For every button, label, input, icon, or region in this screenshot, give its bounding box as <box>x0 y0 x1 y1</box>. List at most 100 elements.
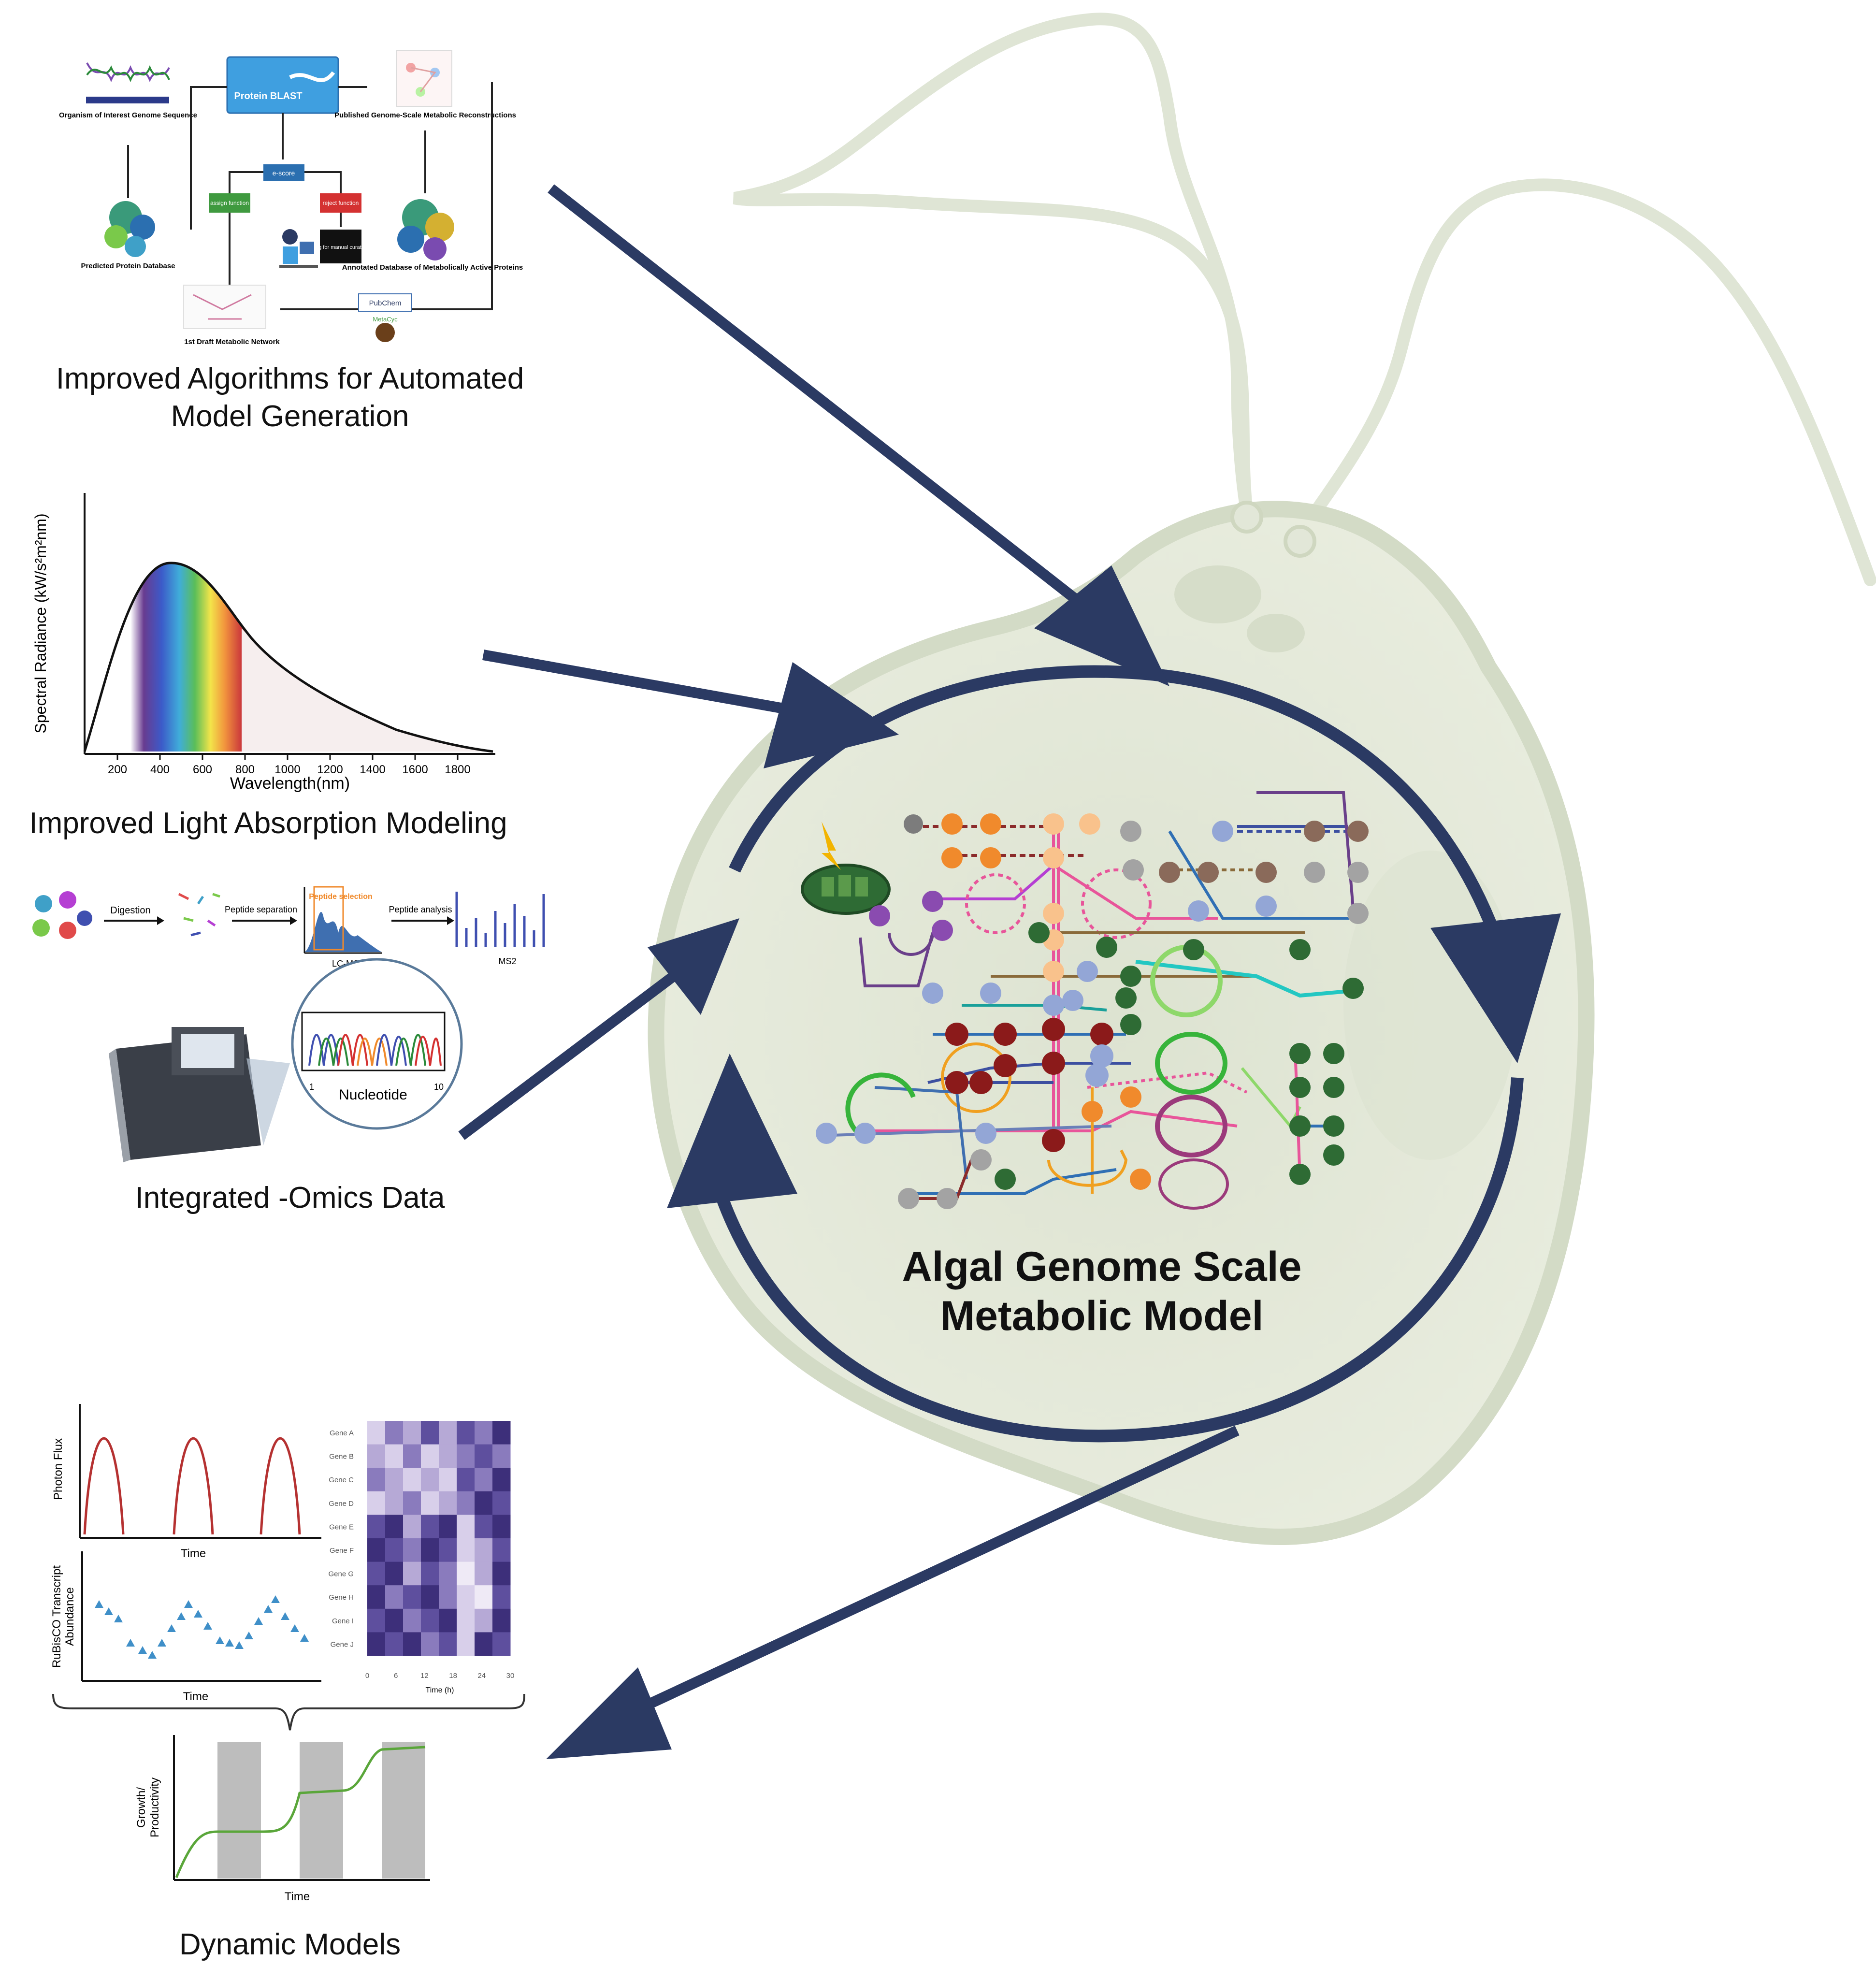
light-ylabel: Spectral Radiance (kW/s²m²nm) <box>32 513 49 733</box>
omics-panel: Digestion Peptide separation Peptide sel… <box>32 886 545 1162</box>
heatmap-cell <box>367 1421 386 1445</box>
nucleotide-label: Nucleotide <box>339 1087 407 1103</box>
heatmap-cell <box>385 1608 404 1633</box>
chromatogram-traces <box>308 1034 442 1066</box>
heatmap-time-tick: 6 <box>394 1672 398 1680</box>
heatmap-gene-label: Gene G <box>328 1570 354 1578</box>
rubisco-point <box>300 1634 309 1642</box>
growth-ylabel-1: Growth/ <box>135 1787 148 1828</box>
rubisco-point <box>271 1595 280 1603</box>
automated-caption-line2: Model Generation <box>171 400 409 433</box>
rubisco-time-label: Time <box>183 1690 208 1703</box>
heatmap-cell <box>475 1468 493 1492</box>
heatmap-cell <box>492 1421 511 1445</box>
heatmap-cell <box>403 1421 421 1445</box>
heatmap-cell <box>457 1538 475 1562</box>
heatmap-cell <box>439 1632 457 1656</box>
light-tick-label: 1400 <box>360 763 385 776</box>
heatmap-cell <box>439 1468 457 1492</box>
cycle-arrowhead-left <box>667 1054 797 1208</box>
heatmap-cell <box>403 1491 421 1515</box>
heatmap-cell <box>421 1468 439 1492</box>
heatmap-cell <box>475 1491 493 1515</box>
annotated-db-label: Annotated Database of Metabolically Acti… <box>342 263 523 272</box>
automated-caption: Improved Algorithms for Automated Model … <box>19 360 561 435</box>
protein-blast-box <box>226 56 339 114</box>
heatmap-cell <box>421 1515 439 1539</box>
flagellum-base <box>1230 501 1263 534</box>
rubisco-point <box>138 1646 147 1654</box>
heatmap-cell <box>367 1608 386 1633</box>
rubisco-point <box>290 1624 299 1632</box>
heatmap-cell <box>457 1561 475 1586</box>
heatmap-cell <box>403 1632 421 1656</box>
rubisco-point <box>203 1622 212 1630</box>
heatmap-cell <box>475 1632 493 1656</box>
genome-sequence-icon <box>86 62 170 103</box>
heatmap-cell <box>403 1515 421 1539</box>
heatmap-cell <box>457 1608 475 1633</box>
photon-flux-curve <box>83 1437 301 1535</box>
arrow-head-omics <box>648 918 739 1015</box>
heatmap-cell <box>475 1444 493 1468</box>
rubisco-ylabel-2: Abundance <box>63 1587 76 1646</box>
protein-blast-label: Protein BLAST <box>234 91 302 101</box>
heatmap-cell <box>367 1515 386 1539</box>
heatmap-cell <box>403 1538 421 1562</box>
pubchem-box <box>358 293 412 312</box>
heatmap-cell <box>492 1515 511 1539</box>
automated-generation-panel: Organism of Interest Genome Sequence Pro… <box>59 50 523 346</box>
heatmap-cell <box>385 1491 404 1515</box>
genome-label: Organism of Interest Genome Sequence <box>59 111 197 119</box>
flagellum-left <box>733 13 1253 519</box>
rubisco-point <box>184 1600 193 1608</box>
heatmap-gene-label: Gene J <box>331 1640 354 1648</box>
arrow-head-light <box>764 662 899 768</box>
heatmap-cell <box>421 1608 439 1633</box>
nucleotide-tick-10: 10 <box>434 1082 444 1092</box>
ms2-label: MS2 <box>498 956 516 966</box>
heatmap-gene-label: Gene A <box>330 1429 354 1437</box>
model-title: Algal Genome Scale Metabolic Model <box>831 1242 1372 1341</box>
ms2-spectrum <box>455 892 545 947</box>
heatmap-cell <box>492 1632 511 1656</box>
metacyc-label: MetaCyc <box>373 316 398 323</box>
heatmap-cell <box>475 1515 493 1539</box>
heatmap-cell <box>439 1515 457 1539</box>
heatmap-cell <box>457 1491 475 1515</box>
heatmap-cell <box>475 1608 493 1633</box>
rubisco-point <box>158 1639 166 1647</box>
heatmap-gene-label: Gene H <box>329 1593 354 1602</box>
digestion-label: Digestion <box>110 905 150 916</box>
draft-label: 1st Draft Metabolic Network <box>184 338 280 346</box>
heatmap-cell <box>439 1608 457 1633</box>
arrow-shaft-omics <box>458 962 690 1140</box>
light-tick-label: 1000 <box>274 763 300 776</box>
heatmap-cell <box>475 1561 493 1586</box>
combine-brace <box>52 1693 525 1731</box>
heatmap-cell <box>385 1538 404 1562</box>
predicted-protein-icon <box>104 201 155 257</box>
rubisco-point <box>194 1610 202 1618</box>
peptide-separation-label: Peptide separation <box>225 905 297 914</box>
growth-time-label: Time <box>285 1890 310 1903</box>
heatmap-cell <box>367 1632 386 1656</box>
arrow-shaft-automated <box>548 184 1110 628</box>
light-tick-label: 1800 <box>445 763 470 776</box>
heatmap-cell <box>421 1561 439 1586</box>
metabolic-network <box>801 791 1369 1210</box>
reject-label: reject function <box>323 200 359 206</box>
flag-box <box>320 230 361 263</box>
heatmap-cell <box>421 1444 439 1468</box>
photon-time-label: Time <box>181 1547 206 1560</box>
heatmap-time-tick: 0 <box>365 1672 369 1680</box>
rubisco-point <box>167 1624 176 1632</box>
heatmap-cell <box>439 1585 457 1609</box>
nucleotide-tick-1: 1 <box>309 1082 314 1092</box>
evalue-box <box>263 164 304 181</box>
heatmap-cell <box>439 1561 457 1586</box>
arrow-shaft-dynamic <box>611 1426 1240 1725</box>
